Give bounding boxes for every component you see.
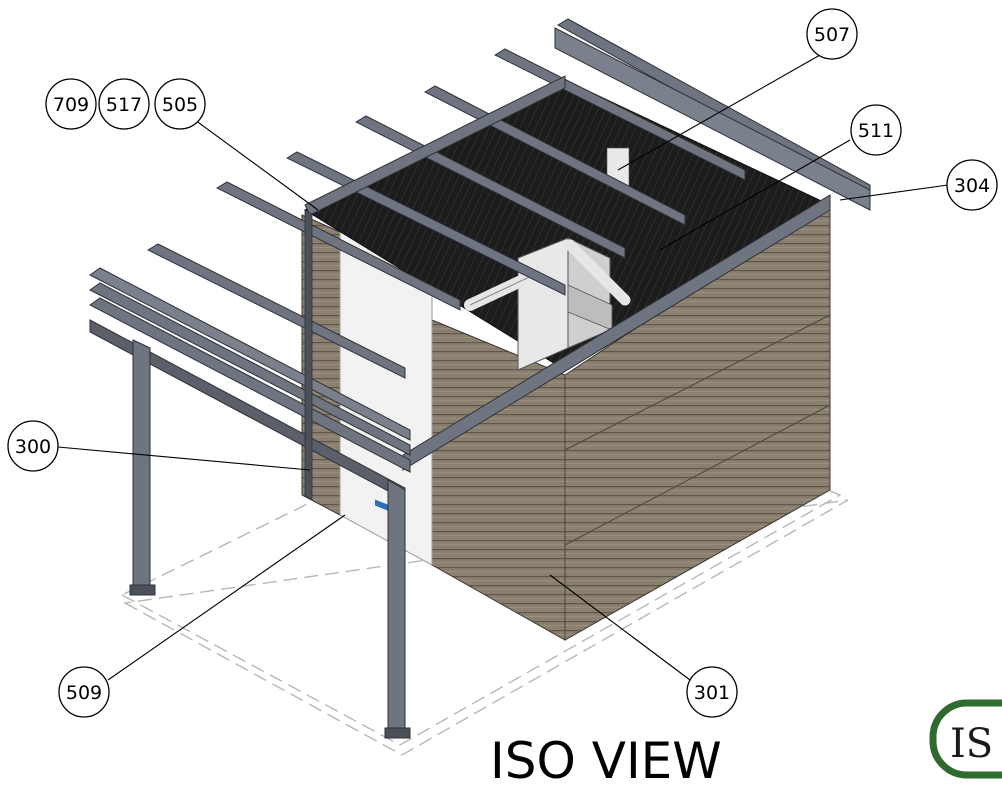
callout-517-label: 517 bbox=[106, 94, 142, 116]
canopy-fascia bbox=[89, 267, 411, 501]
callout-300-label: 300 bbox=[15, 436, 51, 458]
building-corner-post bbox=[304, 209, 313, 501]
view-title: ISO VIEW bbox=[490, 732, 722, 787]
callout-507-label: 507 bbox=[814, 24, 850, 46]
callout-507: 507 bbox=[806, 8, 858, 60]
callout-511-label: 511 bbox=[858, 120, 894, 142]
canopy-posts bbox=[129, 339, 411, 739]
callout-505-label: 505 bbox=[162, 94, 198, 116]
callout-509-label: 509 bbox=[66, 682, 102, 704]
callout-505: 505 bbox=[154, 78, 206, 130]
company-logo: IS bbox=[929, 699, 1002, 779]
right-top-beam bbox=[554, 27, 871, 211]
callout-509: 509 bbox=[58, 666, 110, 718]
callout-709-label: 709 bbox=[53, 94, 89, 116]
leader-lines bbox=[57, 54, 949, 681]
callout-511: 511 bbox=[850, 104, 902, 156]
callout-301-label: 301 bbox=[694, 682, 730, 704]
callout-304-label: 304 bbox=[954, 175, 990, 197]
callout-300: 300 bbox=[7, 420, 59, 472]
logo-text: IS bbox=[950, 721, 993, 767]
wall-panel-seams bbox=[564, 314, 831, 640]
callout-304: 304 bbox=[946, 159, 998, 211]
callout-709: 709 bbox=[45, 78, 97, 130]
hvac-unit bbox=[464, 237, 631, 371]
callout-301: 301 bbox=[686, 666, 738, 718]
callout-517: 517 bbox=[98, 78, 150, 130]
